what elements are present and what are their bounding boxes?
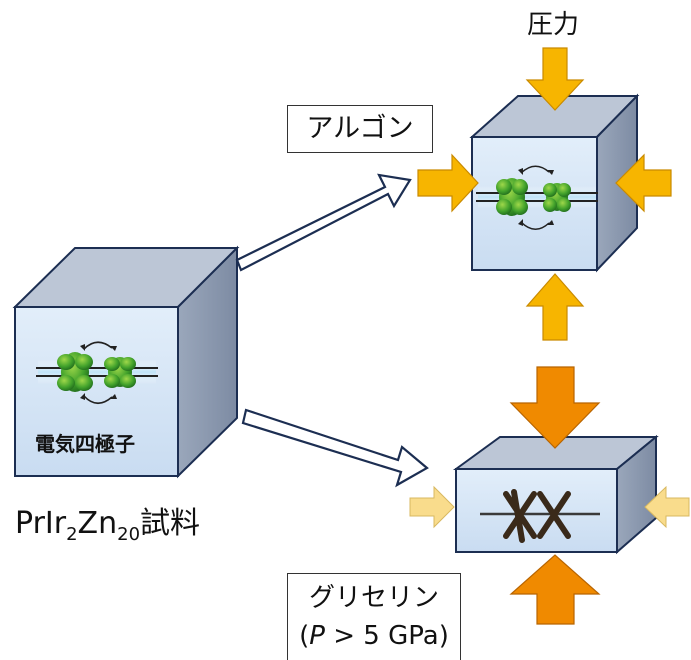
glycerin-pressure-value: > 5 GPa) xyxy=(324,621,449,651)
argon-orbital-illustration xyxy=(476,165,598,230)
rotation-arrow-bottom xyxy=(83,395,113,405)
sample-label-suffix: 試料 xyxy=(140,506,201,541)
orbital-left xyxy=(57,352,93,392)
weak-pressure-arrow-left xyxy=(409,485,455,529)
pressure-arrow-left xyxy=(417,153,479,213)
pressure-label: 圧力 xyxy=(527,10,580,40)
glycerin-cube-front xyxy=(455,468,618,553)
collapsed-orbital-illustration xyxy=(480,489,600,543)
sample-cube xyxy=(12,245,240,479)
sample-label-sub2: 20 xyxy=(117,524,141,545)
sample-label-pr: PrIr xyxy=(15,506,67,541)
glycerin-cube xyxy=(452,434,659,555)
pressure-arrow-bottom xyxy=(525,273,585,341)
weak-pressure-arrow-right xyxy=(644,485,690,529)
orbital-right xyxy=(104,357,136,388)
strong-pressure-arrow-bottom xyxy=(509,554,601,625)
sample-label-sub1: 2 xyxy=(66,524,78,545)
arrow-to-glycerin xyxy=(241,408,429,488)
quadrupole-orbital-illustration xyxy=(36,341,158,405)
rotation-arrow-top xyxy=(83,341,113,350)
argon-cube xyxy=(469,93,640,273)
sample-cube-front xyxy=(14,306,179,477)
sample-label: PrIr2Zn20試料 xyxy=(15,498,200,545)
glycerin-label-box: グリセリン (P > 5 GPa) xyxy=(287,573,461,660)
quadrupole-label: 電気四極子 xyxy=(35,432,135,456)
arrow-to-argon xyxy=(235,173,412,272)
strong-pressure-arrow-top xyxy=(509,366,601,449)
glycerin-paren-open: ( xyxy=(299,621,310,651)
glycerin-pressure-symbol: P xyxy=(309,621,325,651)
glycerin-label-line1: グリセリン xyxy=(308,583,439,613)
sample-label-zn: Zn xyxy=(77,506,118,541)
glycerin-label-line2: (P > 5 GPa) xyxy=(288,618,460,654)
pressure-arrow-top xyxy=(525,47,585,111)
argon-label-box: アルゴン xyxy=(287,105,433,153)
pressure-arrow-right xyxy=(615,153,672,213)
argon-label: アルゴン xyxy=(306,113,414,144)
